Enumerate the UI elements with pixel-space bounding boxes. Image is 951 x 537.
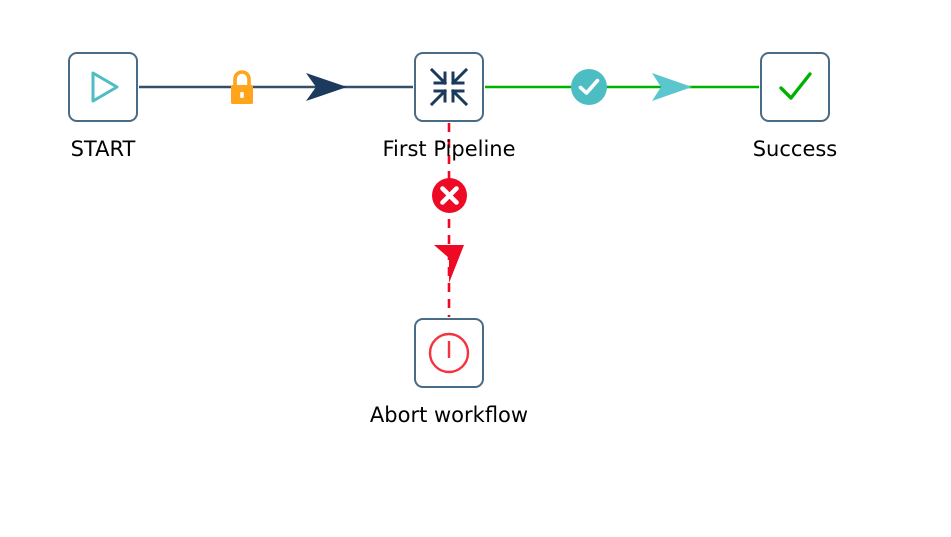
power-stop-icon	[428, 332, 470, 374]
check-mark-icon	[779, 72, 812, 100]
error-circle-icon	[432, 178, 467, 213]
lock-icon	[231, 70, 253, 104]
edge-badge-error[interactable]	[431, 177, 468, 214]
edge-badge-lock[interactable]	[226, 66, 258, 108]
node-first-pipeline[interactable]	[414, 52, 484, 122]
node-start[interactable]	[68, 52, 138, 122]
check-circle-icon	[571, 69, 607, 105]
play-triangle-icon	[91, 71, 119, 103]
node-success[interactable]	[760, 52, 830, 122]
navy-arrowhead-icon	[306, 73, 347, 101]
red-arrowhead-icon	[434, 245, 464, 283]
node-label-abort-workflow: Abort workflow	[369, 403, 529, 427]
compress-arrows-icon	[429, 67, 469, 107]
node-abort-workflow[interactable]	[414, 318, 484, 388]
teal-arrowhead-icon	[652, 73, 692, 101]
node-label-first-pipeline: First Pipeline	[382, 137, 516, 161]
node-label-success: Success	[752, 137, 838, 161]
node-label-start: START	[70, 137, 136, 161]
edge-badge-success[interactable]	[570, 68, 608, 106]
